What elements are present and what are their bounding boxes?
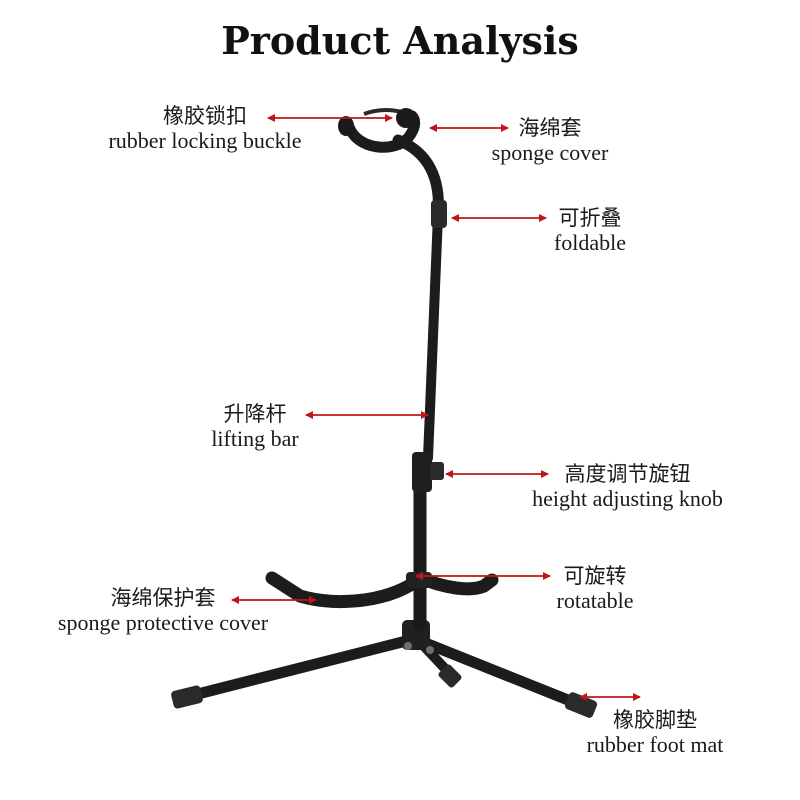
yoke-pivot (406, 572, 432, 588)
label-en: rubber foot mat (586, 732, 724, 758)
tripod-legs (184, 634, 584, 710)
lifting-bar-tube (423, 210, 443, 463)
annotation-arrows (231, 114, 641, 701)
page-title: Product Analysis (221, 18, 579, 63)
label-rotatable: 可旋转 rotatable (530, 564, 660, 613)
label-foldable: 可折叠 foldable (535, 206, 645, 255)
label-lifting-bar: 升降杆 lifting bar (190, 402, 320, 451)
label-en: foldable (553, 230, 627, 256)
top-yoke (338, 108, 421, 153)
label-en: height adjusting knob (532, 486, 723, 512)
label-rubber-foot-mat: 橡胶脚垫 rubber foot mat (565, 708, 745, 757)
fold-joint (431, 200, 447, 228)
label-sponge-protective-cover: 海绵保护套 sponge protective cover (28, 586, 298, 635)
label-en: sponge cover (491, 140, 609, 166)
label-zh: 橡胶锁扣 (163, 104, 247, 128)
label-zh: 高度调节旋钮 (564, 462, 691, 486)
label-zh: 可旋转 (563, 564, 627, 588)
label-zh: 海绵套 (518, 116, 582, 140)
label-zh: 可折叠 (558, 206, 622, 230)
label-en: rotatable (556, 588, 634, 614)
label-en: lifting bar (211, 426, 299, 452)
label-height-adjusting-knob: 高度调节旋钮 height adjusting knob (500, 462, 755, 511)
label-zh: 橡胶脚垫 (613, 708, 697, 732)
height-knob (412, 452, 444, 492)
lower-yoke (265, 571, 499, 609)
label-en: rubber locking buckle (108, 128, 302, 154)
label-rubber-locking-buckle: 橡胶锁扣 rubber locking buckle (80, 104, 330, 153)
label-sponge-cover: 海绵套 sponge cover (475, 116, 625, 165)
label-zh: 海绵保护套 (110, 586, 216, 610)
label-en: sponge protective cover (57, 610, 269, 636)
label-zh: 升降杆 (223, 402, 287, 426)
